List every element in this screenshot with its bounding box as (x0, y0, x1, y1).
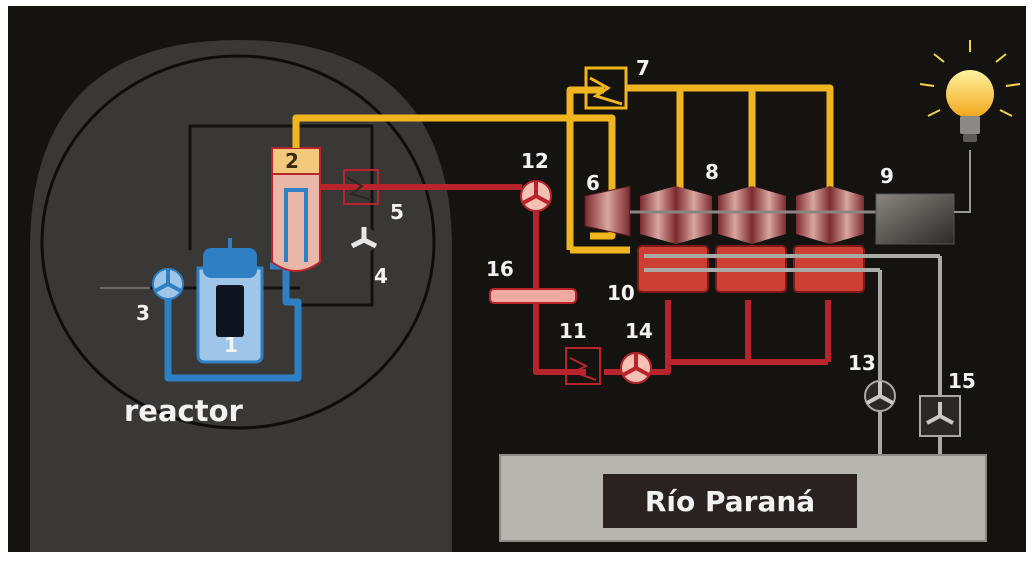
label-1: 1 (224, 333, 238, 357)
heat-exchanger-icon-11 (565, 347, 601, 385)
label-13: 13 (848, 351, 876, 375)
label-12: 12 (521, 149, 549, 173)
label-14: 14 (625, 319, 653, 343)
pump-icon-14 (620, 352, 652, 384)
river-label-box (603, 474, 857, 528)
pump-icon-4 (350, 227, 378, 253)
label-8: 8 (705, 160, 719, 184)
label-7: 7 (636, 56, 650, 80)
pump-icon-12 (520, 180, 552, 212)
reactor-vessel (196, 238, 264, 364)
label-5: 5 (390, 200, 404, 224)
high-pressure-turbine (584, 185, 631, 237)
deaerator-tank (489, 288, 577, 304)
pump-icon-15 (919, 395, 961, 437)
heat-exchanger-icon-7 (584, 66, 628, 110)
steam-generator (271, 147, 321, 272)
component-number-labels: 1 2 3 4 5 6 7 8 9 10 11 12 13 14 15 16 (136, 56, 976, 393)
label-9: 9 (880, 164, 894, 188)
steam-line (292, 84, 834, 254)
label-2: 2 (285, 149, 299, 173)
label-6: 6 (586, 171, 600, 195)
label-3: 3 (136, 301, 150, 325)
pump-icon-3 (152, 268, 184, 300)
label-11: 11 (559, 319, 587, 343)
containment-vessel-outline (40, 54, 436, 430)
pump-icon-13 (864, 380, 896, 412)
label-16: 16 (486, 257, 514, 281)
heat-exchanger-icon-5 (343, 169, 379, 205)
generator-icon (875, 193, 955, 245)
low-pressure-turbines (640, 186, 864, 244)
label-4: 4 (374, 264, 388, 288)
power-line (954, 150, 971, 213)
cooling-water-lines (644, 254, 942, 455)
light-bulb-icon (919, 40, 1021, 142)
label-10: 10 (607, 281, 635, 305)
reactor-label: reactor (124, 394, 244, 428)
river-label: Río Paraná (645, 485, 815, 518)
label-15: 15 (948, 369, 976, 393)
